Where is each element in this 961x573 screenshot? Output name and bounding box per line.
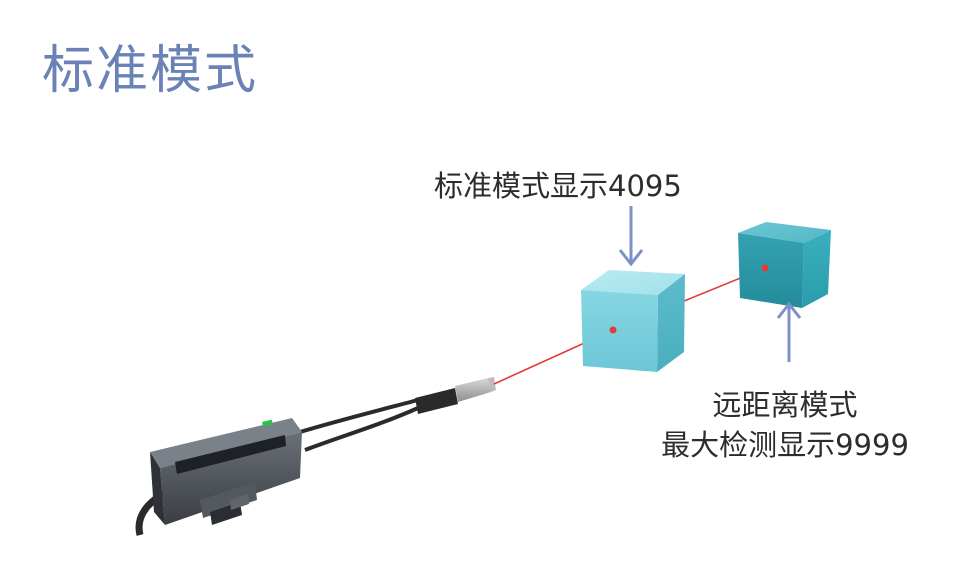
- far-mode-label-line2: 最大检测显示9999: [661, 428, 909, 462]
- arrow-up-icon: [776, 301, 802, 362]
- fiber-cable-upper: [299, 398, 419, 434]
- far-mode-label: 远距离模式 最大检测显示9999: [655, 385, 915, 465]
- page-title: 标准模式: [42, 41, 259, 101]
- laser-dot-far: [761, 264, 769, 272]
- far-target-cube: [738, 222, 831, 308]
- fiber-cable-lower: [304, 406, 419, 452]
- near-target-cube: [581, 270, 685, 372]
- laser-dot-near: [609, 326, 617, 334]
- sensor-probe: [415, 377, 496, 414]
- standard-mode-label: 标准模式显示4095: [434, 169, 682, 203]
- far-mode-label-line1: 远距离模式: [712, 388, 858, 422]
- fiber-sensor-amplifier: [150, 418, 302, 525]
- arrow-down-icon: [618, 206, 644, 267]
